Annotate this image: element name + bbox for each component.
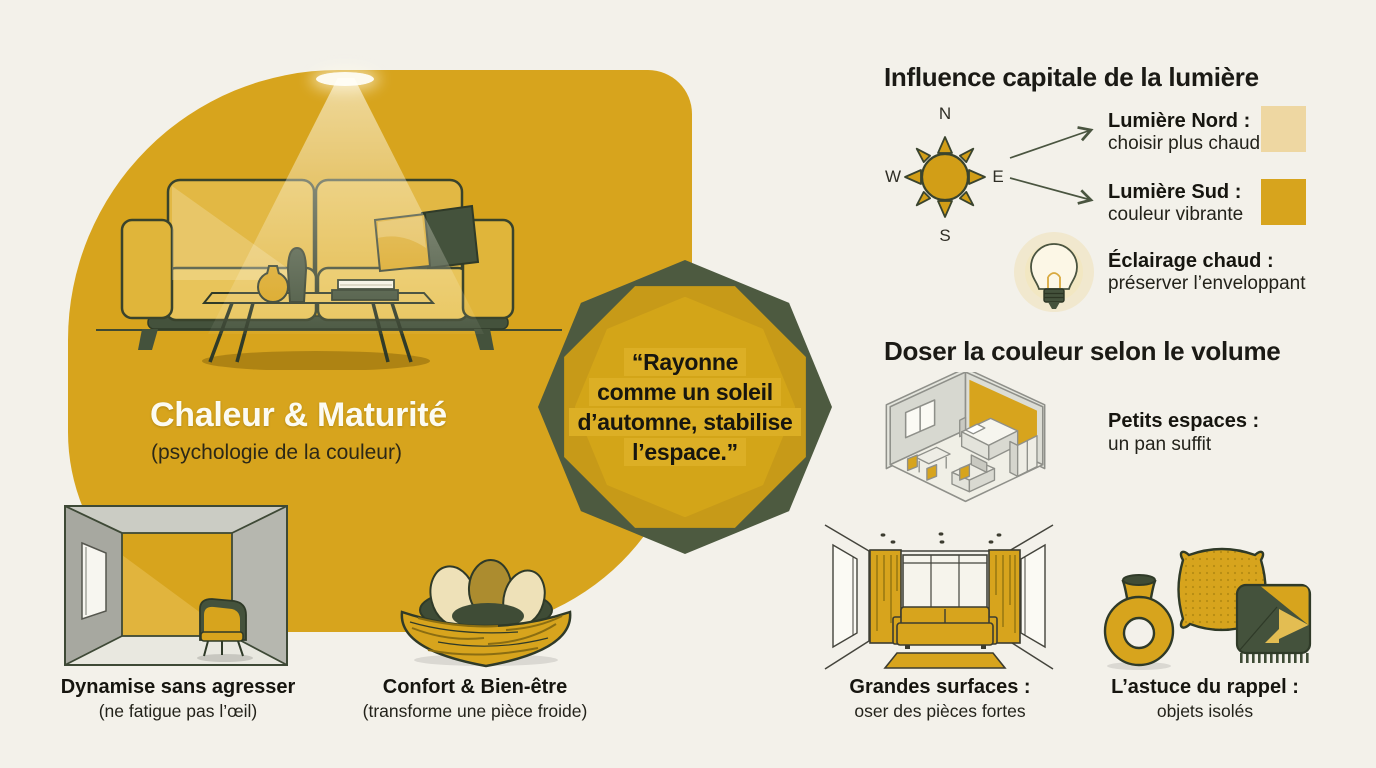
swatch-pale-mustard	[1261, 106, 1306, 152]
sofa-scene-illustration	[96, 178, 562, 370]
sun-compass-icon	[904, 136, 986, 218]
volume-item-rappel: L’astuce du rappel : objets isolés	[1057, 676, 1353, 722]
benefit-desc: (ne fatigue pas l’œil)	[98, 701, 258, 721]
volume-item-grandes-title: Grandes surfaces :	[849, 676, 1031, 698]
quote-line: “Rayonne	[623, 348, 747, 376]
volume-item-grandes: Grandes surfaces : oser des pièces forte…	[792, 676, 1088, 722]
light-item-eclairage-title: Éclairage chaud :	[1108, 250, 1274, 272]
quote-line: d’automne, stabilise	[569, 408, 801, 436]
compass-east-label: E	[992, 167, 1004, 186]
light-item-nord-desc: choisir plus chaud	[1108, 133, 1261, 154]
octagon-inner	[574, 296, 796, 518]
volume-section-heading: Doser la couleur selon le volume	[884, 336, 1281, 366]
quote-line: l’espace.”	[624, 438, 746, 466]
volume-item-petits-title: Petits espaces :	[1108, 410, 1260, 432]
arrows-to-light-items	[1009, 126, 1094, 205]
volume-item-rappel-title: L’astuce du rappel :	[1111, 676, 1299, 698]
light-item-sud-desc: couleur vibrante	[1108, 204, 1244, 225]
large-surfaces-room-illustration	[824, 524, 1054, 670]
hero-title: Chaleur & Maturité	[150, 396, 447, 434]
volume-item-petits-desc: un pan suffit	[1108, 434, 1212, 455]
compass-south-label: S	[939, 226, 951, 245]
warm-lightbulb-icon	[1014, 232, 1094, 312]
light-item-eclairage-desc: préserver l’enveloppant	[1108, 273, 1306, 294]
compass-west-label: W	[884, 167, 902, 186]
ceiling-lamp-glow	[316, 72, 374, 86]
isometric-bedroom-illustration	[885, 372, 1046, 503]
benefit-desc: (transforme une pièce froide)	[362, 701, 588, 721]
light-item-sud-title: Lumière Sud :	[1108, 181, 1242, 203]
swatch-vibrant-mustard	[1261, 179, 1306, 225]
benefit-dynamise: Dynamise sans agresser (ne fatigue pas l…	[30, 676, 326, 722]
nest-illustration	[400, 559, 572, 668]
quote-line: comme un soleil	[589, 378, 781, 406]
volume-item-grandes-desc: oser des pièces fortes	[854, 701, 1026, 721]
hero-subtitle: (psychologie de la couleur)	[151, 441, 402, 464]
quote-badge: “Rayonne comme un soleil d’automne, stab…	[538, 260, 832, 554]
light-section-heading: Influence capitale de la lumière	[884, 62, 1259, 92]
benefit-confort: Confort & Bien-être (transforme une pièc…	[327, 676, 623, 722]
accent-wall-room-illustration	[64, 505, 288, 666]
benefit-title: Confort & Bien-être	[382, 676, 568, 698]
light-item-nord-title: Lumière Nord :	[1108, 110, 1251, 132]
compass-north-label: N	[938, 104, 952, 123]
benefit-title: Dynamise sans agresser	[60, 676, 296, 698]
volume-item-rappel-desc: objets isolés	[1156, 701, 1254, 721]
accent-objects-illustration	[1103, 547, 1312, 670]
quote-text: “Rayonne comme un soleil d’automne, stab…	[538, 260, 832, 554]
